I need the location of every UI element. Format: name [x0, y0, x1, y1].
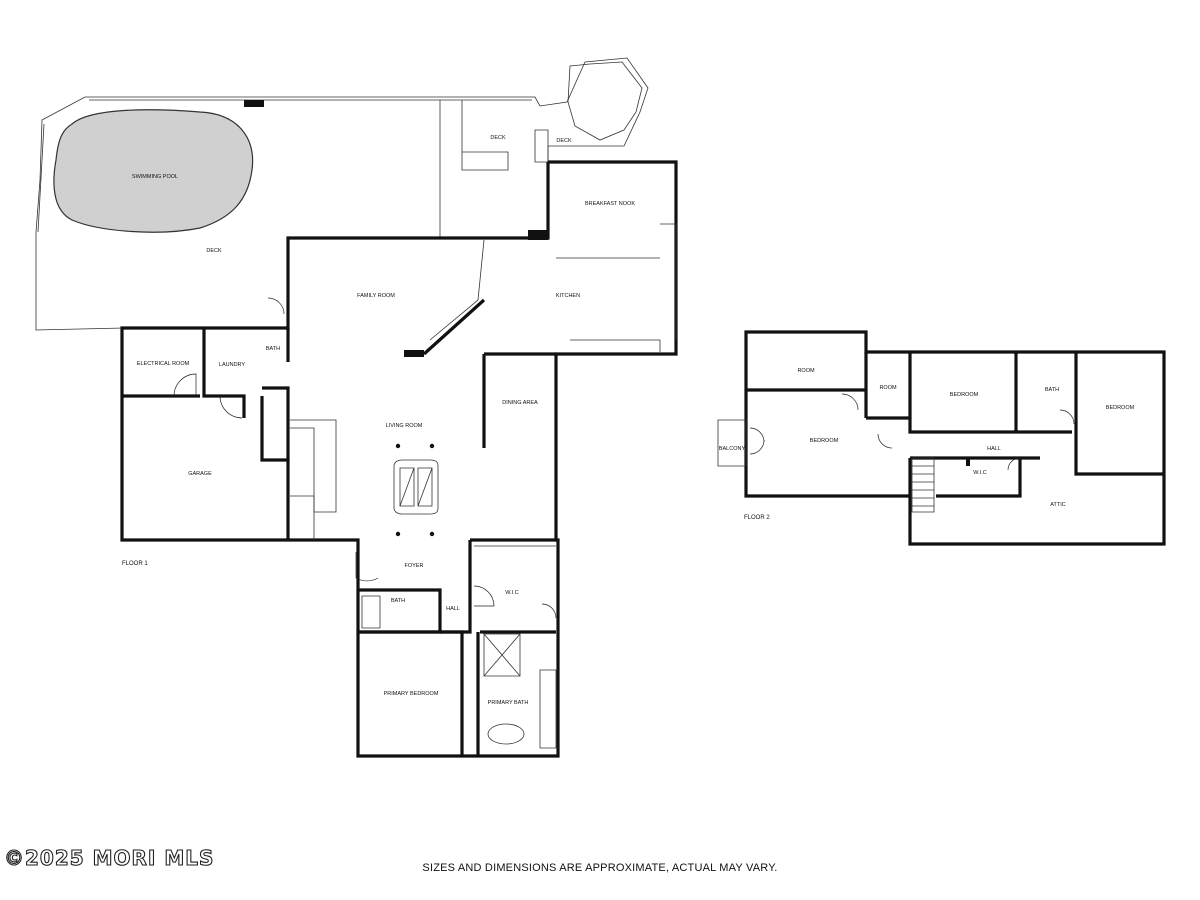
floor-2-plan: [717, 330, 1166, 546]
label-attic: ATTIC: [1050, 502, 1066, 508]
label-room-a: ROOM: [797, 368, 815, 374]
swimming-pool-shape: [53, 109, 254, 233]
label-primary-bath: PRIMARY BATH: [488, 700, 529, 706]
label-floor-2: FLOOR 2: [744, 515, 770, 521]
label-bath-floor2: BATH: [1045, 387, 1059, 393]
label-deck-upper: DECK: [490, 135, 506, 141]
floor-1-exterior-walls: [120, 160, 678, 758]
label-swimming-pool: SWIMMING POOL: [132, 174, 178, 180]
label-floor-1: FLOOR 1: [122, 561, 148, 567]
label-deck-main: DECK: [206, 248, 222, 254]
label-living-room: LIVING ROOM: [386, 423, 423, 429]
label-garage: GARAGE: [188, 471, 212, 477]
floor-1-plan: [35, 57, 678, 758]
label-primary-bedroom: PRIMARY BEDROOM: [384, 691, 439, 697]
label-kitchen: KITCHEN: [556, 293, 580, 299]
label-wic-floor2: W.I.C: [973, 470, 986, 476]
label-hall-floor1: HALL: [446, 606, 460, 612]
disclaimer-text: SIZES AND DIMENSIONS ARE APPROXIMATE, AC…: [422, 862, 778, 874]
label-laundry: LAUNDRY: [219, 362, 246, 368]
label-foyer: FOYER: [405, 563, 424, 569]
label-hall-floor2: HALL: [987, 446, 1001, 452]
watermark: ©2025 MORI MLS: [3, 845, 215, 870]
label-bedroom-a: BEDROOM: [950, 392, 979, 398]
label-family-room: FAMILY ROOM: [357, 293, 395, 299]
label-bedroom-b: BEDROOM: [1106, 405, 1135, 411]
label-bath-hall: BATH: [391, 598, 405, 604]
label-bath-laundry: BATH: [266, 346, 280, 352]
floor-2-exterior-walls: [744, 330, 1166, 546]
label-breakfast-nook: BREAKFAST NOOK: [585, 201, 635, 207]
label-deck-small: DECK: [556, 138, 572, 144]
label-dining-area: DINING AREA: [502, 400, 538, 406]
room-labels: SWIMMING POOL DECK DECK DECK BREAKFAST N…: [122, 135, 1135, 706]
label-balcony: BALCONY: [719, 446, 746, 452]
label-electrical-room: ELECTRICAL ROOM: [137, 361, 190, 367]
label-room-b: ROOM: [879, 385, 897, 391]
label-bedroom-c: BEDROOM: [810, 438, 839, 444]
label-wic-floor1: W.I.C: [505, 590, 518, 596]
